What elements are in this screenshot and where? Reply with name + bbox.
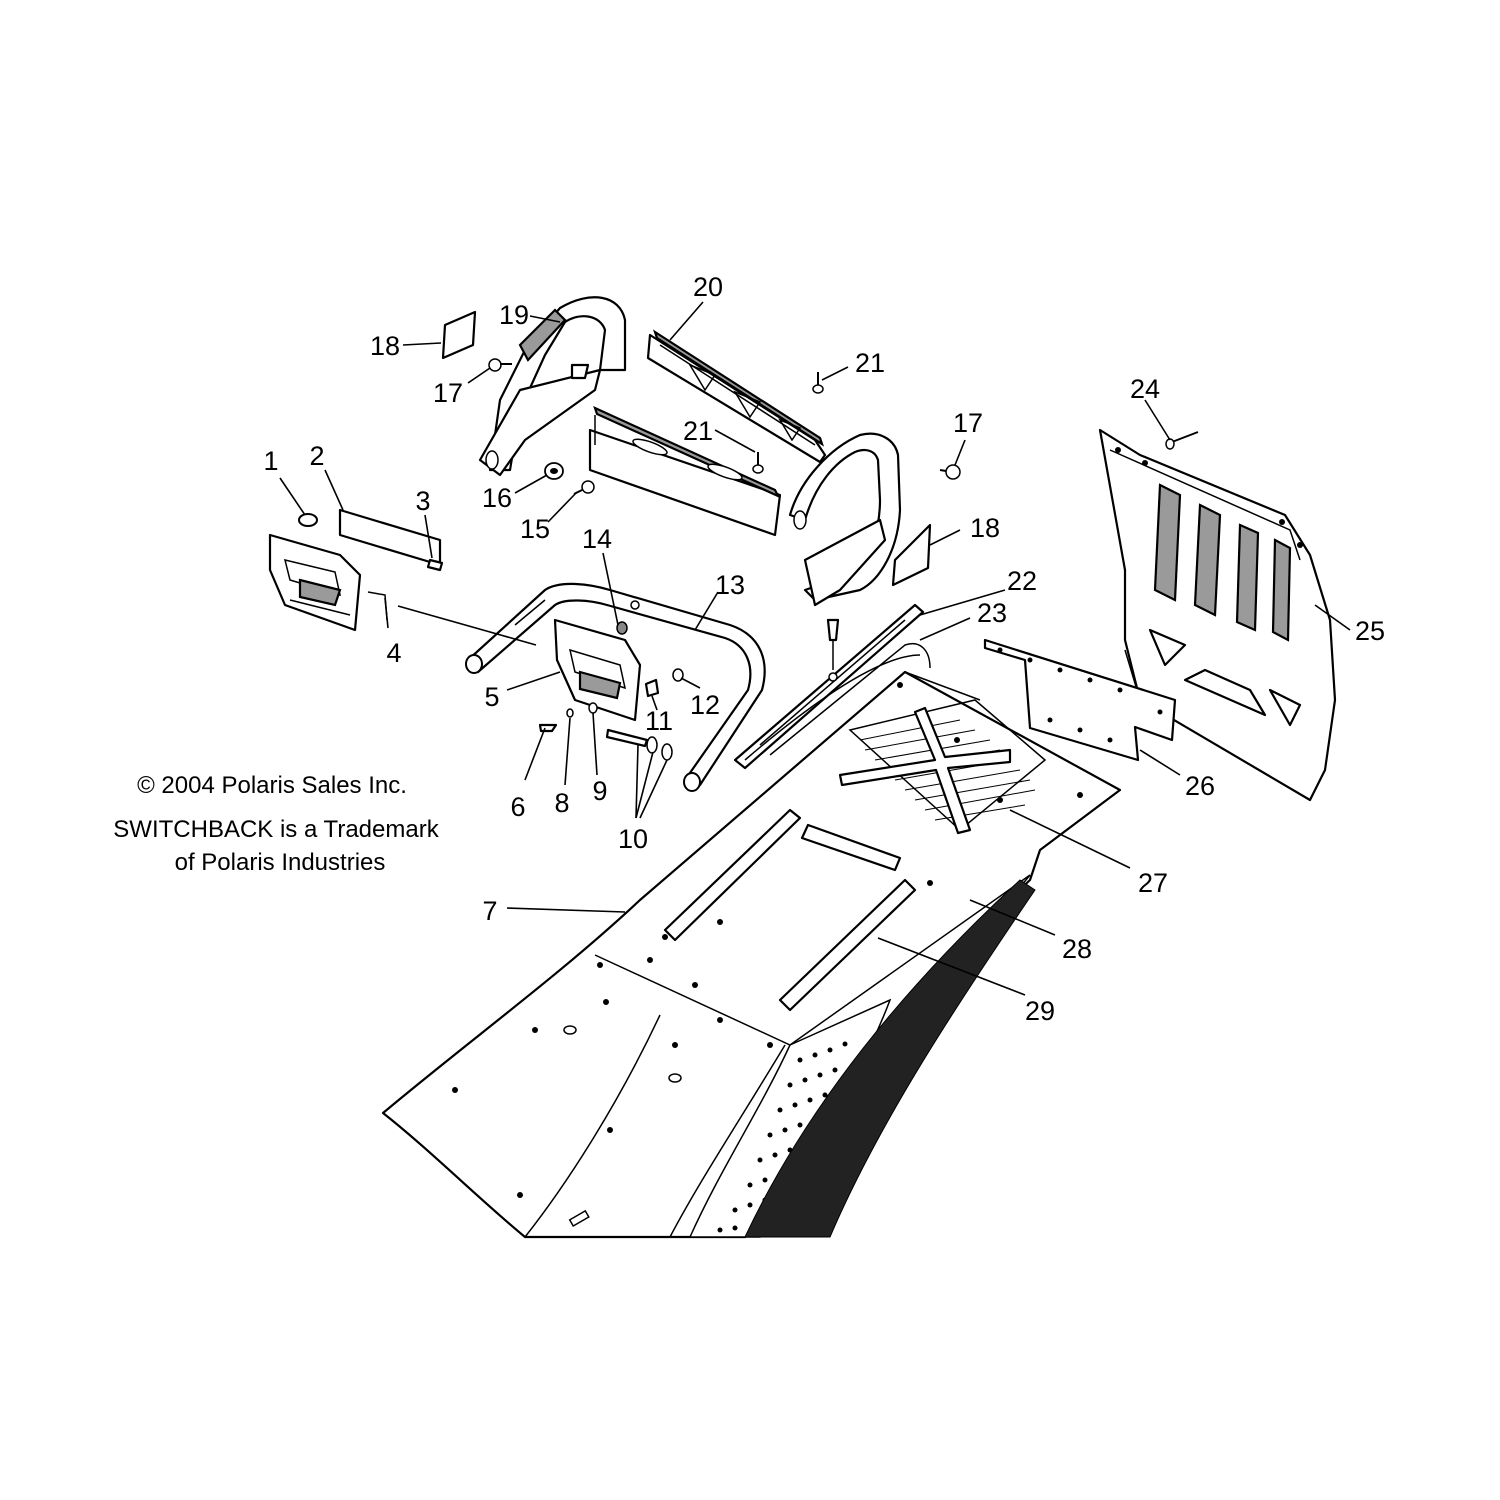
callout-13: 13 (715, 570, 745, 600)
callout-28: 28 (1062, 934, 1092, 964)
callout-14: 14 (582, 524, 612, 554)
callout-25: 25 (1355, 616, 1385, 646)
bolt-10 (605, 728, 673, 761)
callout-4: 4 (386, 638, 401, 668)
bulb (298, 513, 318, 527)
bolt-24 (1165, 431, 1199, 450)
washer-16 (544, 462, 564, 480)
callout-11: 11 (645, 706, 673, 736)
callout-17-right: 17 (953, 408, 983, 438)
reflector-right (891, 523, 932, 587)
cross-brace (838, 706, 1012, 835)
callout-22: 22 (1007, 566, 1037, 596)
leader-lines (279, 301, 1351, 996)
callout-10: 10 (618, 824, 648, 854)
callout-20: 20 (693, 272, 723, 302)
grab-bar-left (478, 296, 627, 477)
callout-6: 6 (510, 792, 525, 822)
trademark-line-1: SWITCHBACK is a Trademark (113, 816, 439, 843)
screw-3 (426, 558, 444, 572)
flap-retainer (983, 638, 1177, 762)
grab-bar-right (788, 432, 902, 607)
side-rail (733, 603, 925, 770)
callout-2: 2 (309, 441, 324, 471)
callout-labels: 1 2 3 4 5 6 7 8 9 10 11 12 13 14 15 16 1… (263, 272, 1385, 1026)
callout-1: 1 (263, 446, 278, 476)
screw-21-lower (752, 452, 764, 474)
screw-17-right (939, 464, 961, 480)
rack-rail-upper (646, 329, 827, 464)
callout-16: 16 (482, 483, 512, 513)
wire-line (769, 643, 931, 756)
rear-bumper (465, 582, 766, 792)
callout-21-upper: 21 (855, 348, 885, 378)
callout-27: 27 (1138, 868, 1168, 898)
nut-12 (672, 668, 684, 682)
copyright-line: © 2004 Polaris Sales Inc. (137, 772, 407, 799)
trademark-line-2: of Polaris Industries (175, 849, 386, 876)
callout-3: 3 (415, 486, 430, 516)
screw-21-upper (812, 372, 824, 394)
callout-15: 15 (520, 514, 550, 544)
callout-7: 7 (482, 896, 497, 926)
callout-8: 8 (554, 788, 569, 818)
bolt-6 (538, 723, 558, 733)
callout-19: 19 (499, 300, 529, 330)
reflector-left (441, 310, 477, 360)
heat-exchanger-grille (838, 699, 1047, 835)
callout-23: 23 (977, 598, 1007, 628)
callout-18-left: 18 (370, 331, 400, 361)
nut-9 (588, 702, 598, 714)
callout-9: 9 (592, 776, 607, 806)
tunnel-strips (663, 808, 917, 1012)
spacer-11 (644, 678, 660, 698)
callout-5: 5 (484, 682, 499, 712)
taillight-center (553, 618, 642, 722)
callout-12: 12 (690, 690, 720, 720)
callout-18-right: 18 (970, 513, 1000, 543)
screw-17-left (488, 358, 512, 372)
taillight-housing-left (268, 533, 362, 632)
callout-26: 26 (1185, 771, 1215, 801)
tunnel-rail-edge (744, 879, 1036, 1238)
rack-rail-lower (588, 405, 782, 537)
callout-17-left: 17 (433, 378, 463, 408)
copyright-note: © 2004 Polaris Sales Inc. SWITCHBACK is … (113, 772, 439, 876)
bracket-4 (367, 591, 388, 621)
callout-29: 29 (1025, 996, 1055, 1026)
washer-8 (566, 708, 574, 718)
callout-24: 24 (1130, 374, 1160, 404)
callout-21-lower: 21 (683, 416, 713, 446)
tunnel (381, 670, 1122, 1239)
